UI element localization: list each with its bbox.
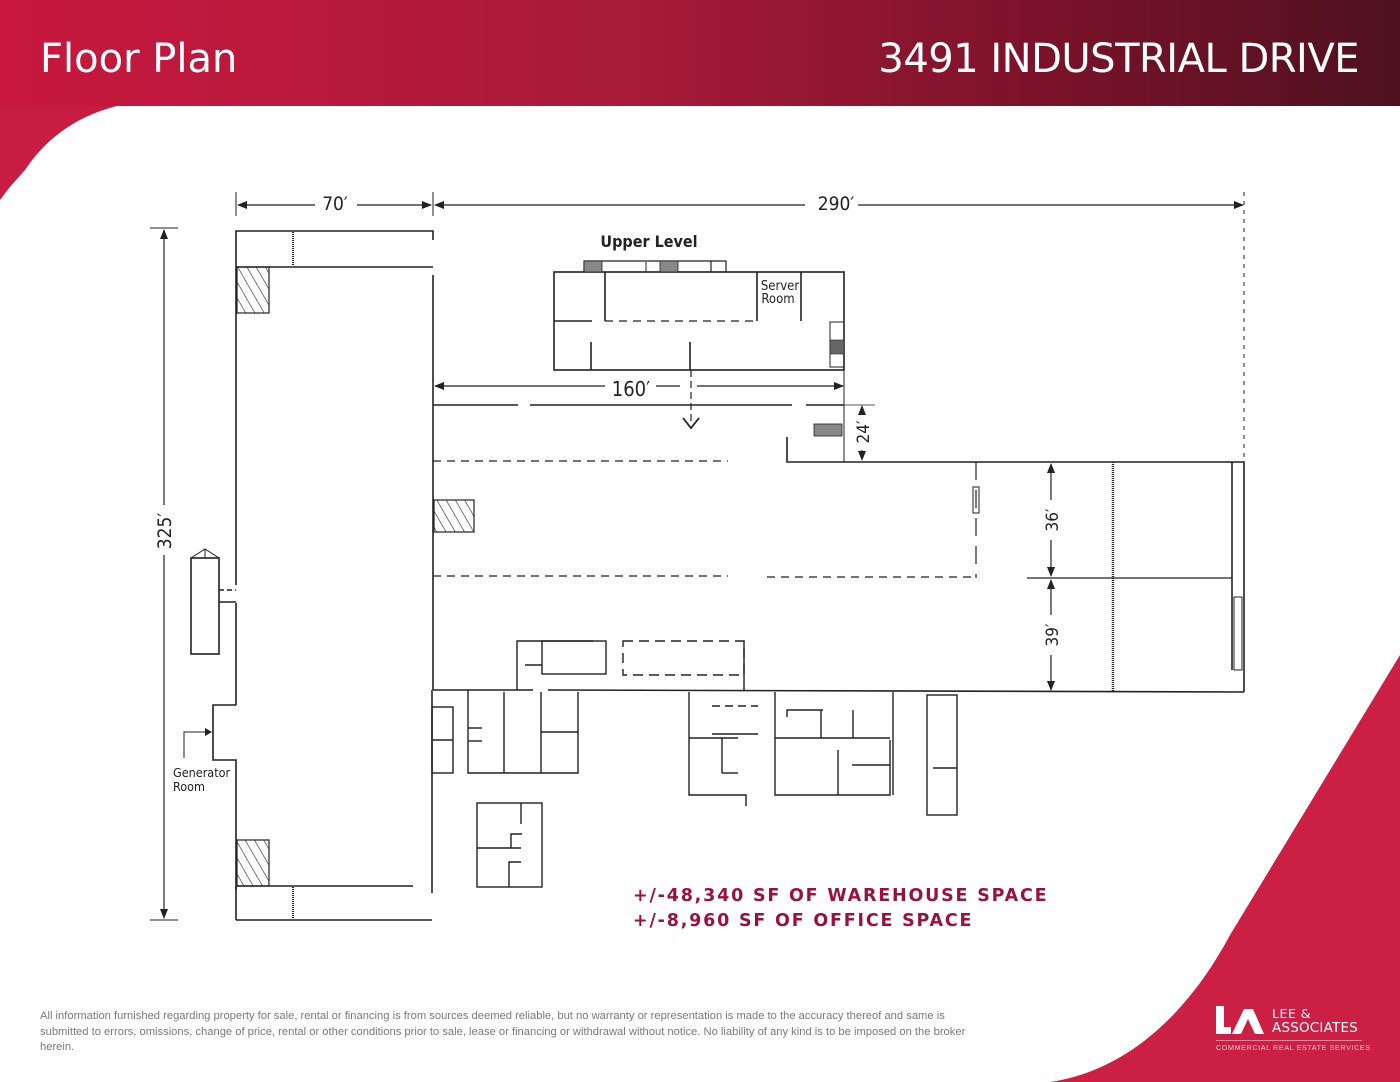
office-area — [431, 640, 958, 888]
dimension-290ft: 290′ — [434, 192, 1245, 462]
logo-line2: ASSOCIATES — [1272, 1020, 1358, 1036]
svg-text:Server: Server — [761, 279, 800, 294]
warehouse-sf-text: +/-48,340 SF OF WAREHOUSE SPACE — [633, 886, 1049, 906]
generator-room-label: Generator Room — [173, 728, 230, 794]
east-warehouse — [432, 404, 1245, 693]
la-logo-mark-icon — [1216, 1006, 1264, 1034]
property-address: 3491 INDUSTRIAL DRIVE — [878, 36, 1359, 82]
office-sf-text: +/-8,960 SF OF OFFICE SPACE — [633, 911, 974, 931]
page-header: Floor Plan 3491 INDUSTRIAL DRIVE — [0, 0, 1400, 106]
west-warehouse — [190, 230, 434, 921]
svg-text:Upper Level: Upper Level — [600, 232, 697, 251]
lee-associates-logo: LEE & ASSOCIATES COMMERCIAL REAL ESTATE … — [1216, 1004, 1370, 1054]
disclaimer-text: All information furnished regarding prop… — [40, 1010, 966, 1053]
svg-text:36′: 36′ — [1043, 508, 1063, 531]
dimension-39ft: 39′ — [1043, 579, 1063, 691]
dimension-36ft: 36′ — [1043, 463, 1063, 577]
svg-text:290′: 290′ — [818, 193, 855, 215]
svg-text:39′: 39′ — [1043, 623, 1063, 646]
svg-text:325′: 325′ — [154, 513, 176, 550]
dimension-160ft: 160′ — [434, 370, 845, 462]
svg-text:Generator: Generator — [173, 765, 230, 780]
upper-level-plan: Upper Level Server Room — [553, 232, 845, 371]
logo-tagline: COMMERCIAL REAL ESTATE SERVICES — [1216, 1043, 1371, 1052]
logo-divider — [1216, 1040, 1362, 1041]
svg-text:Room: Room — [761, 292, 794, 307]
dimension-325ft: 325′ — [150, 227, 178, 921]
svg-text:160′: 160′ — [612, 377, 650, 401]
dimension-70ft: 70′ — [235, 192, 434, 216]
svg-text:24′: 24′ — [854, 420, 874, 443]
page-title: Floor Plan — [40, 36, 238, 82]
dimension-24ft: 24′ — [844, 404, 875, 461]
svg-text:Room: Room — [173, 779, 205, 794]
logo-line1: LEE & — [1272, 1006, 1311, 1021]
svg-text:70′: 70′ — [322, 193, 348, 215]
